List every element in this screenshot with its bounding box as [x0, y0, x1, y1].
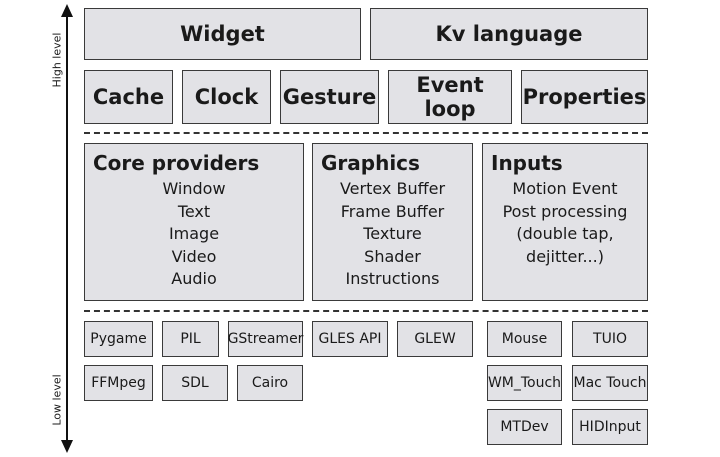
core-providers-title: Core providers — [93, 151, 260, 175]
hidinput-box: HIDInput — [572, 409, 648, 445]
pil-box: PIL — [162, 321, 219, 357]
dashed-divider-lower — [84, 310, 648, 312]
sdl-box: SDL — [162, 365, 228, 401]
graphics-item: Vertex Buffer — [339, 179, 446, 198]
mtdev-box: MTDev — [487, 409, 562, 445]
inputs-item: Motion Event — [512, 179, 618, 198]
tuio-box: TUIO — [572, 321, 648, 357]
clock-label: Clock — [194, 85, 259, 109]
core-item: Image — [168, 224, 220, 243]
mouse-label: Mouse — [501, 331, 548, 347]
tuio-label: TUIO — [593, 331, 627, 347]
graphics-list: Vertex Buffer Frame Buffer Texture Shade… — [321, 178, 464, 291]
event-loop-label: Event loop — [416, 73, 484, 121]
low-level-label: Low level — [50, 374, 64, 426]
graphics-title: Graphics — [321, 151, 420, 175]
gstreamer-label: GStreamer — [227, 331, 304, 347]
core-item: Text — [177, 201, 211, 221]
inputs-box: Inputs Motion Event Post processing (dou… — [482, 143, 648, 301]
widget-label: Widget — [180, 22, 265, 46]
wm-touch-box: WM_Touch — [487, 365, 562, 401]
sdl-label: SDL — [181, 375, 209, 391]
inputs-item: (double tap, — [516, 224, 614, 243]
mac-touch-box: Mac Touch — [572, 365, 648, 401]
event-loop-box: Event loop — [388, 70, 512, 124]
core-item: Audio — [171, 269, 217, 288]
cairo-label: Cairo — [251, 375, 289, 391]
glew-label: GLEW — [414, 331, 456, 347]
hidinput-label: HIDInput — [579, 419, 641, 435]
core-item: Window — [162, 179, 226, 198]
inputs-title: Inputs — [491, 151, 563, 175]
properties-label: Properties — [522, 85, 647, 109]
inputs-item: dejitter...) — [526, 246, 604, 266]
graphics-item: Frame Buffer — [340, 201, 445, 221]
mac-touch-label: Mac Touch — [573, 375, 647, 391]
graphics-item: Shader — [364, 246, 421, 266]
high-level-label: High level — [50, 32, 64, 88]
ffmpeg-box: FFMpeg — [84, 365, 153, 401]
core-item: Video — [171, 246, 217, 266]
kv-language-label: Kv language — [435, 22, 583, 46]
glew-box: GLEW — [397, 321, 473, 357]
cache-box: Cache — [84, 70, 173, 124]
mouse-box: Mouse — [487, 321, 562, 357]
cairo-box: Cairo — [237, 365, 303, 401]
ffmpeg-label: FFMpeg — [91, 375, 146, 391]
pil-label: PIL — [180, 331, 201, 347]
gles-api-box: GLES API — [312, 321, 388, 357]
inputs-list: Motion Event Post processing (double tap… — [491, 178, 639, 268]
cache-label: Cache — [92, 85, 165, 109]
clock-box: Clock — [182, 70, 271, 124]
dashed-divider-upper — [84, 132, 648, 134]
pygame-box: Pygame — [84, 321, 153, 357]
core-providers-list: Window Text Image Video Audio — [93, 178, 295, 291]
core-providers-box: Core providers Window Text Image Video A… — [84, 143, 304, 301]
gesture-label: Gesture — [282, 85, 377, 109]
level-axis-line — [66, 14, 68, 442]
arrow-down-icon — [61, 440, 73, 453]
gles-api-label: GLES API — [318, 331, 382, 347]
inputs-item: Post processing — [502, 201, 628, 221]
kv-language-box: Kv language — [370, 8, 648, 60]
mtdev-label: MTDev — [500, 419, 549, 435]
gesture-box: Gesture — [280, 70, 379, 124]
properties-box: Properties — [521, 70, 648, 124]
arrow-up-icon — [61, 4, 73, 17]
pygame-label: Pygame — [90, 331, 147, 347]
graphics-box: Graphics Vertex Buffer Frame Buffer Text… — [312, 143, 473, 301]
widget-box: Widget — [84, 8, 361, 60]
graphics-item: Instructions — [345, 269, 440, 288]
wm-touch-label: WM_Touch — [487, 375, 562, 391]
gstreamer-box: GStreamer — [228, 321, 303, 357]
graphics-item: Texture — [363, 224, 422, 243]
